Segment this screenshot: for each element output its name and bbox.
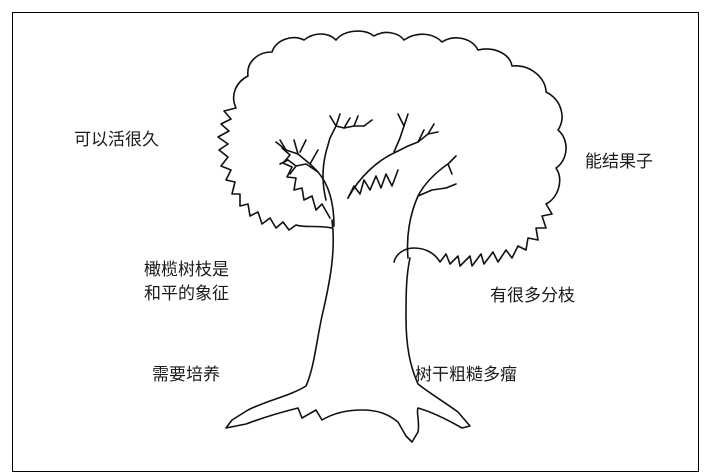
label-olive-branch: 橄榄树枝是 和平的象征 — [144, 258, 229, 306]
tree-branch-right-2 — [406, 163, 449, 259]
tree-illustration — [217, 30, 567, 443]
tree-twig — [397, 113, 439, 143]
label-olive-branch-line2: 和平的象征 — [144, 284, 229, 304]
label-many-branches: 有很多分枝 — [490, 286, 575, 306]
canopy-inner-right — [347, 169, 399, 199]
tree-branch-left — [285, 149, 335, 227]
tree-twig — [279, 159, 297, 175]
tree-branch-left-4 — [287, 159, 319, 173]
tree-canopy — [217, 30, 567, 267]
tree-branch-right-4 — [393, 125, 405, 153]
label-bears-fruit: 能结果子 — [585, 152, 653, 172]
tree-branch-right — [347, 133, 429, 199]
tree-twig — [445, 155, 457, 189]
label-olive-branch-line1: 橄榄树枝是 — [144, 260, 229, 280]
tree-twig — [275, 139, 319, 165]
diagram-frame — [12, 12, 699, 472]
tree-twig — [329, 113, 373, 129]
label-rough-trunk: 树干粗糙多瘤 — [415, 365, 517, 385]
label-live-long: 可以活很久 — [74, 130, 159, 150]
label-needs-care: 需要培养 — [152, 365, 220, 385]
tree-trunk-left — [225, 219, 471, 443]
tree-branch-left-3 — [335, 125, 365, 129]
tree-branch-right-3 — [417, 187, 447, 197]
tree-branch-left-2 — [322, 125, 337, 201]
